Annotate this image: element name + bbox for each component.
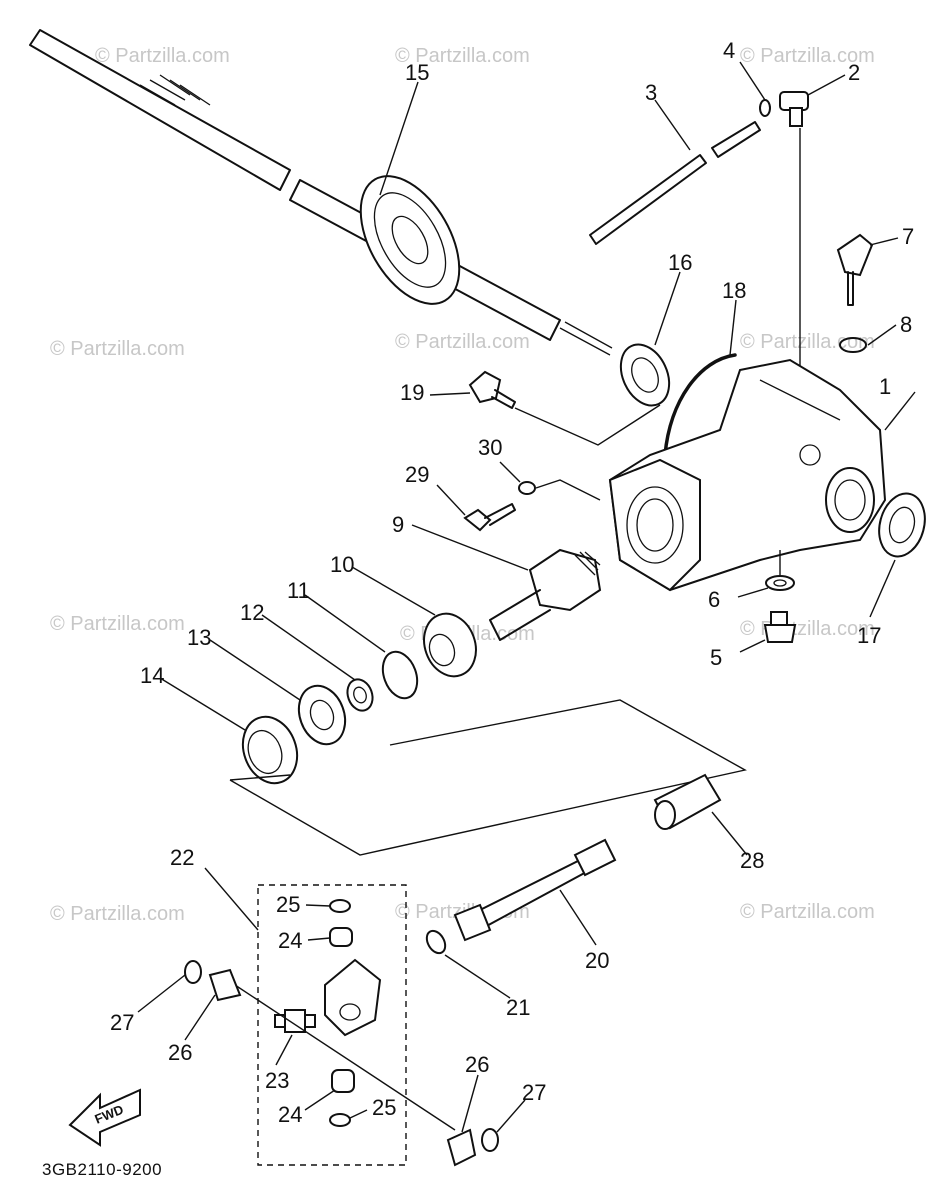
watermark: © Partzilla.com xyxy=(50,613,185,635)
diagram-code: 3GB2110-9200 xyxy=(42,1160,162,1179)
callout-29: 29 xyxy=(405,462,429,487)
callout-30: 30 xyxy=(478,435,502,460)
callout-2: 2 xyxy=(848,60,860,85)
part-29-bolt xyxy=(463,503,516,532)
part-18-large-o-ring xyxy=(663,353,737,457)
callout-8: 8 xyxy=(900,312,912,337)
callout-leaders xyxy=(137,61,916,1133)
part-25-circlip xyxy=(329,1113,351,1127)
watermark: © Partzilla.com xyxy=(95,45,230,67)
callout-15: 15 xyxy=(405,60,429,85)
part-24-bearing-cup xyxy=(331,1069,355,1093)
callout-21: 21 xyxy=(506,995,530,1020)
callout-23: 23 xyxy=(265,1068,289,1093)
part-24-bearing-cup xyxy=(329,927,353,947)
part-20-propeller-shaft xyxy=(453,838,617,942)
part-19-bolt xyxy=(468,370,516,409)
part-25-circlip xyxy=(329,899,351,913)
watermark: © Partzilla.com xyxy=(740,901,875,923)
callout-4: 4 xyxy=(723,38,735,63)
part-21-circlip xyxy=(425,929,447,955)
watermark: © Partzilla.com xyxy=(50,903,185,925)
part-12-collar xyxy=(346,678,374,712)
part-6-gasket xyxy=(765,575,795,591)
part-27-seal xyxy=(481,1128,499,1152)
callout-6: 6 xyxy=(708,587,720,612)
watermark: © Partzilla.com xyxy=(50,338,185,360)
part-30-washer xyxy=(518,481,536,495)
callout-24: 24 xyxy=(278,1102,302,1127)
part-16-oil-seal xyxy=(619,343,671,407)
callout-7: 7 xyxy=(902,224,914,249)
part-17-oil-seal xyxy=(878,492,926,558)
part-2-breather-joint xyxy=(779,91,809,127)
callout-24: 24 xyxy=(278,928,302,953)
callout-27: 27 xyxy=(522,1080,546,1105)
part-1-final-gear-case xyxy=(608,358,887,592)
callout-13: 13 xyxy=(187,625,211,650)
callout-18: 18 xyxy=(722,278,746,303)
part-10-bearing-housing xyxy=(423,612,477,678)
part-15-axle-shaft xyxy=(29,29,613,356)
callout-25: 25 xyxy=(276,892,300,917)
watermark: © Partzilla.com xyxy=(740,331,875,353)
watermark: © Partzilla.com xyxy=(740,45,875,67)
callout-20: 20 xyxy=(585,948,609,973)
part-7-vent-plug xyxy=(836,233,874,306)
part-23-spider xyxy=(274,1009,316,1033)
part-27-seal xyxy=(184,960,202,984)
watermark: © Partzilla.com xyxy=(395,45,530,67)
callout-26: 26 xyxy=(168,1040,192,1065)
callout-12: 12 xyxy=(240,600,264,625)
callout-5: 5 xyxy=(710,645,722,670)
callout-14: 14 xyxy=(140,663,164,688)
part-26-bearing xyxy=(446,1128,477,1167)
callout-17: 17 xyxy=(857,623,881,648)
forward-direction-arrow: FWD xyxy=(68,1088,141,1147)
part-3-breather-hose xyxy=(589,121,761,245)
callout-11: 11 xyxy=(287,578,310,603)
callout-9: 9 xyxy=(392,512,404,537)
callout-10: 10 xyxy=(330,552,354,577)
part-4-clip xyxy=(759,99,771,117)
part-14-bearing-retainer xyxy=(241,715,299,785)
callout-26: 26 xyxy=(465,1052,489,1077)
watermark: © Partzilla.com xyxy=(395,331,530,353)
callout-3: 3 xyxy=(645,80,657,105)
part-9-pinion-gear xyxy=(489,548,602,641)
callout-1: 1 xyxy=(879,374,891,399)
callout-25: 25 xyxy=(372,1095,396,1120)
part-13-bearing xyxy=(297,684,347,746)
universal-joint-group-box xyxy=(257,884,407,1166)
part-5-drain-bolt xyxy=(763,611,797,643)
part-11-o-ring xyxy=(381,650,419,700)
callout-labels: 1 2 3 4 5 6 7 8 9 10 11 12 13 14 15 16 1… xyxy=(110,38,914,1127)
part-8-o-ring xyxy=(839,337,867,353)
part-28-coupling xyxy=(653,773,722,830)
callout-22: 22 xyxy=(170,845,194,870)
callout-19: 19 xyxy=(400,380,424,405)
callout-16: 16 xyxy=(668,250,692,275)
callout-27: 27 xyxy=(110,1010,134,1035)
watermark: © Partzilla.com xyxy=(740,618,875,640)
part-22-yoke xyxy=(324,958,382,1037)
callout-28: 28 xyxy=(740,848,764,873)
part-26-bearing xyxy=(208,968,242,1002)
